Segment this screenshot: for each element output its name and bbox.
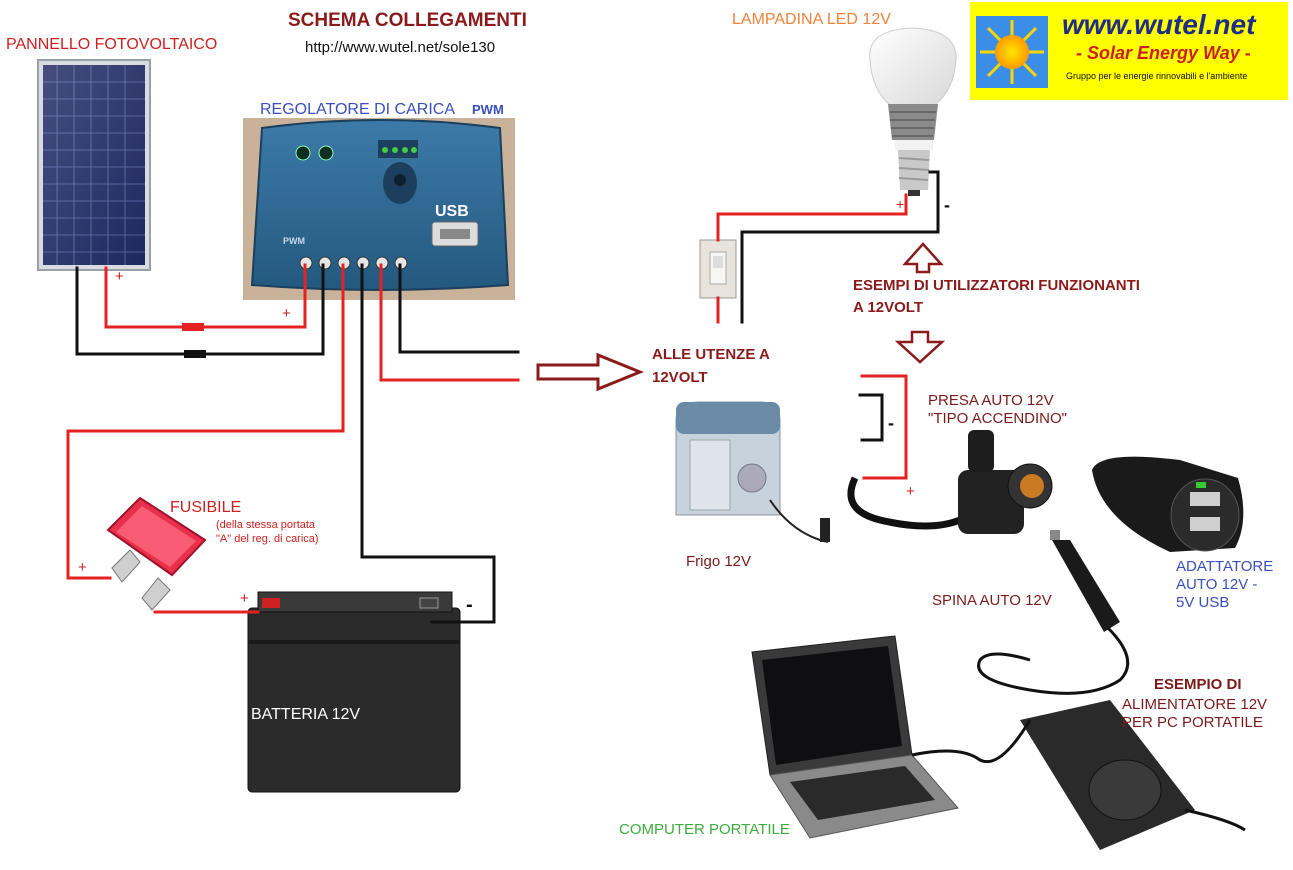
sun-icon <box>976 16 1048 88</box>
usb-port-label: USB <box>435 203 469 220</box>
led-bulb-image <box>869 27 957 196</box>
adapter-label-line3: 5V USB <box>1176 594 1230 611</box>
logo-site: www.wutel.net <box>1062 9 1256 40</box>
fuse-plus-sign: + <box>78 559 87 576</box>
fridge-label: Frigo 12V <box>686 553 752 570</box>
charge-regulator-image: PWM <box>243 118 515 300</box>
arrow-right-icon <box>536 352 644 392</box>
laptop-power-supply-image <box>1020 700 1246 850</box>
socket-label-line1: PRESA AUTO 12V <box>928 392 1054 409</box>
socket-minus-sign: - <box>888 413 894 433</box>
battery-plus-sign: + <box>240 590 249 607</box>
solar-panel-image <box>37 59 151 271</box>
bulb-plus-sign: + <box>896 196 905 212</box>
logo-slogan: - Solar Energy Way - <box>1076 43 1251 63</box>
wall-switch-image <box>699 239 737 299</box>
loads-label-line2: 12VOLT <box>652 369 708 386</box>
examples-label-line2: A 12VOLT <box>853 299 924 316</box>
laptop-image <box>751 635 1032 839</box>
arrow-up-icon <box>902 242 944 274</box>
socket-label-line2: "TIPO ACCENDINO" <box>928 410 1067 427</box>
logo-tagline: Gruppo per le energie rinnovabili e l'am… <box>1066 71 1248 81</box>
adapter-label-line2: AUTO 12V - <box>1176 576 1258 593</box>
inline-fuse-red <box>182 323 204 331</box>
panel-label: PANNELLO FOTOVOLTAICO <box>6 36 218 53</box>
psu-label-line2: ALIMENTATORE 12V <box>1122 696 1268 713</box>
diagram-title: SCHEMA COLLEGAMENTI <box>288 10 527 31</box>
inline-fuse-black <box>184 350 206 358</box>
socket-plus-sign: + <box>906 483 915 500</box>
fuse-label: FUSIBILE <box>170 499 242 516</box>
source-url[interactable]: http://www.wutel.net/sole130 <box>305 39 496 56</box>
adapter-label-line1: ADATTATORE <box>1176 558 1274 575</box>
car-plug-label: SPINA AUTO 12V <box>932 592 1052 609</box>
bulb-minus-sign: - <box>944 195 950 215</box>
regulator-plus-sign: + <box>282 305 291 322</box>
fuse-image <box>106 496 207 611</box>
arrow-down-icon <box>894 330 946 364</box>
pwm-label: PWM <box>472 102 504 117</box>
fridge-image <box>675 401 830 543</box>
battery-image <box>247 591 461 793</box>
psu-label-line1: ESEMPIO DI <box>1154 676 1242 693</box>
fuse-note-line1: (della stessa portata <box>216 519 316 531</box>
laptop-label: COMPUTER PORTATILE <box>619 821 790 838</box>
led-bulb-label: LAMPADINA LED 12V <box>732 11 891 28</box>
car-socket-image <box>847 430 1053 534</box>
wutel-logo: www.wutel.net - Solar Energy Way - Grupp… <box>970 2 1288 100</box>
battery-minus-sign: - <box>466 594 473 616</box>
battery-label: BATTERIA 12V <box>251 706 361 723</box>
loads-label-line1: ALLE UTENZE A <box>652 346 770 363</box>
panel-plus-sign: + <box>115 268 124 285</box>
fuse-note-line2: "A" del reg. di carica) <box>216 533 319 545</box>
psu-label-line3: PER PC PORTATILE <box>1122 714 1263 731</box>
svg-text:PWM: PWM <box>283 236 305 246</box>
examples-label-line1: ESEMPI DI UTILIZZATORI FUNZIONANTI <box>853 277 1140 294</box>
usb-adapter-image <box>1092 456 1244 552</box>
car-plug-image <box>977 530 1130 695</box>
regulator-label: REGOLATORE DI CARICA <box>260 101 455 118</box>
